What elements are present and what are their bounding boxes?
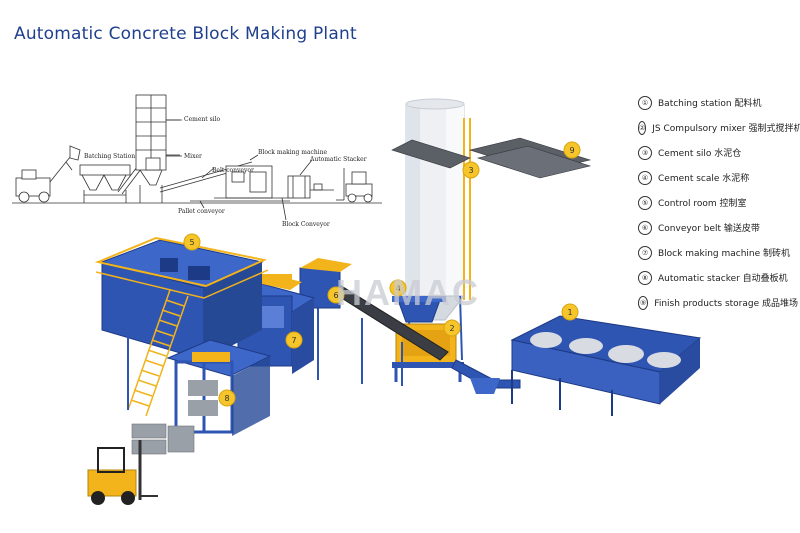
schematic-labels: Cement silo Mixer Batching Station Belt … [84,116,367,228]
tag-5: 5 [183,233,201,251]
legend-label: Automatic stacker 自动叠板机 [658,274,788,284]
tag-8: 8 [218,389,236,407]
legend-label: Conveyor belt 输送皮带 [658,224,760,234]
tag-9: 9 [563,141,581,159]
legend-label: Cement silo 水泥仓 [658,149,742,159]
label-cement-silo: Cement silo [184,116,220,123]
legend-item-cement-scale: ④ Cement scale 水泥称 [638,165,798,190]
legend-item-finish-products-storage: ⑨ Finish products storage 成品堆场 [638,290,798,315]
legend-item-control-room: ⑤ Control room 控制室 [638,190,798,215]
cement-scale [392,296,446,323]
label-pallet-conveyor: Pallet conveyor [178,208,225,215]
legend-label: Control room 控制室 [658,199,747,209]
batching-station-sketch [79,164,131,203]
tag-2: 2 [443,319,461,337]
label-block-conveyor: Block Conveyor [282,221,330,228]
legend-item-block-making-machine: ⑦ Block making machine 制砖机 [638,240,798,265]
legend-item-batching-station: ① Batching station 配料机 [638,90,798,115]
legend-item-conveyor-belt: ⑥ Conveyor belt 输送皮带 [638,215,798,240]
automatic-stacker [166,339,272,436]
stacker-sketch [287,175,334,199]
legend-item-automatic-stacker: ⑧ Automatic stacker 自动叠板机 [638,265,798,290]
legend-number: ① [638,95,652,110]
tag-8-text: 8 [224,394,229,403]
tag-9-text: 9 [569,146,574,155]
legend-number: ③ [638,145,652,160]
control-room [94,236,269,361]
forklift-sketch [336,168,373,203]
tag-4-text: 4 [395,284,400,293]
watermark-logo: HAMAC [336,272,480,313]
label-belt-conveyor: Belt conveyor [212,167,254,174]
legend-item-mixer: ② JS Compulsory mixer 强制式搅拌机 [638,115,800,140]
legend-item-cement-silo: ③ Cement silo 水泥仓 [638,140,798,165]
tag-7-text: 7 [291,336,296,345]
legend-number: ④ [638,170,652,185]
legend-number: ⑤ [638,195,652,210]
tag-6: 6 [327,286,345,304]
label-batching-station: Batching Station [84,153,135,160]
legend-label: Block making machine 制砖机 [658,249,791,259]
loader-sketch [15,145,81,203]
conveyor-belt [299,258,449,386]
tag-1: 1 [561,303,579,321]
page-title: Automatic Concrete Block Making Plant [14,24,357,44]
legend-number: ⑧ [638,270,652,285]
schematic-drawing [12,94,382,221]
tag-6-text: 6 [333,291,338,300]
legend-label: Batching station 配料机 [658,99,762,109]
tag-2-text: 2 [449,324,454,333]
legend-label: JS Compulsory mixer 强制式搅拌机 [652,124,800,134]
number-tags: 1 2 3 4 5 6 7 8 9 [183,141,581,407]
legend: ① Batching station 配料机 ② JS Compulsory m… [638,90,800,315]
label-block-making-machine: Block making machine [258,149,328,156]
forklift [87,440,158,505]
legend-label: Cement scale 水泥称 [658,174,750,184]
label-automatic-stacker: Automatic Stacker [309,156,367,163]
block-machine-sketch [214,165,290,199]
tag-5-text: 5 [189,238,194,247]
legend-label: Finish products storage 成品堆场 [654,299,798,309]
legend-number: ② [638,120,647,135]
tag-3-text: 3 [468,166,473,175]
label-mixer: Mixer [184,153,202,160]
stairs [127,289,189,417]
tag-4: 4 [389,279,407,297]
tag-1-text: 1 [567,308,572,317]
tag-3: 3 [462,161,480,179]
silo-tower-sketch [135,94,180,203]
finish-products-storage [391,137,592,179]
legend-number: ⑦ [638,245,652,260]
tag-7: 7 [285,331,303,349]
legend-number: ⑨ [638,295,649,310]
legend-number: ⑥ [638,220,652,235]
batching-station [510,315,702,416]
